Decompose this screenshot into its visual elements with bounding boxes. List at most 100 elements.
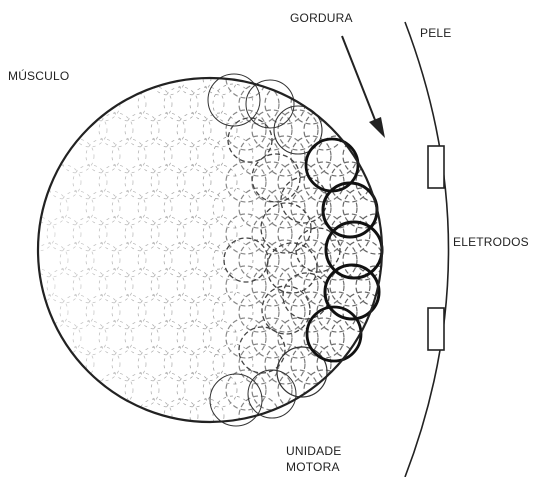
- muscle-fiber: [164, 295, 198, 329]
- muscle-fiber: [252, 318, 292, 358]
- muscle-fiber: [151, 373, 185, 407]
- muscle-fiber: [203, 113, 237, 147]
- muscle-fiber: [125, 321, 159, 355]
- muscle-fiber: [151, 269, 185, 303]
- muscle-fiber: [99, 165, 133, 199]
- muscle-fiber: [330, 318, 370, 358]
- motor-unit-fiber-dashed: [262, 286, 310, 334]
- muscle-fiber: [190, 243, 224, 277]
- fat-arrow-shaft: [342, 36, 377, 125]
- muscle-fiber: [226, 162, 266, 202]
- muscle-fiber: [213, 136, 253, 176]
- muscle-fiber: [226, 58, 266, 98]
- muscle-fiber: [164, 87, 198, 121]
- muscle-fiber: [203, 321, 237, 355]
- muscle-fiber: [34, 191, 68, 225]
- motor-unit-label-line1: UNIDADE: [286, 444, 341, 458]
- fat-label: GORDURA: [290, 11, 353, 25]
- muscle-fiber: [47, 321, 81, 355]
- muscle-fiber: [151, 61, 185, 95]
- muscle-fiber: [278, 110, 318, 150]
- muscle-fiber: [164, 347, 198, 381]
- muscle-fiber: [304, 162, 344, 202]
- muscle-fiber: [86, 243, 120, 277]
- muscle-fiber: [86, 295, 120, 329]
- muscle-fiber: [99, 217, 133, 251]
- electrodes-label: ELETRODOS: [453, 235, 529, 249]
- muscle-fiber: [138, 139, 172, 173]
- muscle-fiber: [203, 373, 237, 407]
- muscle-fiber: [34, 295, 68, 329]
- muscle-fiber: [291, 136, 331, 176]
- motor-unit-fiber: [208, 74, 260, 126]
- muscle-fiber: [278, 214, 318, 254]
- muscle-fiber: [99, 321, 133, 355]
- muscle-fiber: [60, 243, 94, 277]
- muscle-fiber: [190, 191, 224, 225]
- muscle-fiber: [265, 292, 305, 332]
- skin-line: [405, 22, 449, 477]
- muscle-fiber: [190, 87, 224, 121]
- muscle-fiber: [203, 217, 237, 251]
- muscle-fiber: [239, 240, 279, 280]
- muscle-fiber: [73, 321, 107, 355]
- muscle-fiber: [252, 214, 292, 254]
- muscle-fiber: [73, 113, 107, 147]
- muscle-fiber: [213, 396, 253, 436]
- muscle-label: MÚSCULO: [8, 68, 69, 83]
- muscle-fiber: [190, 295, 224, 329]
- muscle-fiber: [164, 191, 198, 225]
- muscle-fiber: [112, 347, 146, 381]
- muscle-fiber: [213, 344, 253, 384]
- electrode-bottom: [428, 308, 444, 350]
- muscle-fiber: [291, 84, 331, 124]
- muscle-fiber: [252, 162, 292, 202]
- muscle-fiber: [177, 165, 211, 199]
- muscle-fiber: [203, 269, 237, 303]
- muscle-fiber: [60, 295, 94, 329]
- muscle-fiber: [177, 373, 211, 407]
- muscle-fiber: [278, 318, 318, 358]
- muscle-fiber: [99, 269, 133, 303]
- muscle-fiber: [138, 295, 172, 329]
- muscle-fiber: [226, 214, 266, 254]
- motor-unit-fiber-dashed: [252, 154, 300, 202]
- muscle-fiber: [190, 347, 224, 381]
- motor-unit-fiber-active: [307, 307, 361, 361]
- motor-unit-label-line2: MOTORA: [286, 460, 340, 474]
- muscle-fiber: [73, 165, 107, 199]
- muscle-fiber: [125, 113, 159, 147]
- muscle-fiber: [239, 136, 279, 176]
- muscle-fiber: [304, 110, 344, 150]
- muscle-fiber: [73, 217, 107, 251]
- muscle-fiber: [239, 344, 279, 384]
- muscle-fiber: [151, 165, 185, 199]
- muscle-fiber: [239, 292, 279, 332]
- muscle-fiber: [177, 269, 211, 303]
- muscle-fiber: [47, 269, 81, 303]
- muscle-fiber: [213, 292, 253, 332]
- electrode-top: [428, 146, 444, 188]
- muscle-fiber: [125, 165, 159, 199]
- muscle-fiber: [99, 113, 133, 147]
- muscle-fiber: [86, 191, 120, 225]
- muscle-fiber: [226, 318, 266, 358]
- muscle-fiber: [239, 188, 279, 228]
- muscle-fiber: [203, 165, 237, 199]
- muscle-fiber: [86, 139, 120, 173]
- muscle-fiber: [112, 243, 146, 277]
- muscle-fiber: [112, 295, 146, 329]
- motor-unit-fiber-dashed: [228, 118, 272, 162]
- muscle-fiber: [86, 347, 120, 381]
- muscle-fiber: [112, 139, 146, 173]
- muscle-fiber: [213, 240, 253, 280]
- muscle-fiber: [125, 217, 159, 251]
- muscle-fiber: [190, 399, 224, 433]
- muscle-fiber: [356, 266, 396, 306]
- muscle-fiber: [177, 217, 211, 251]
- muscle-fibers: [21, 58, 396, 436]
- muscle-fiber: [213, 188, 253, 228]
- muscle-fiber: [226, 110, 266, 150]
- muscle-fiber: [177, 113, 211, 147]
